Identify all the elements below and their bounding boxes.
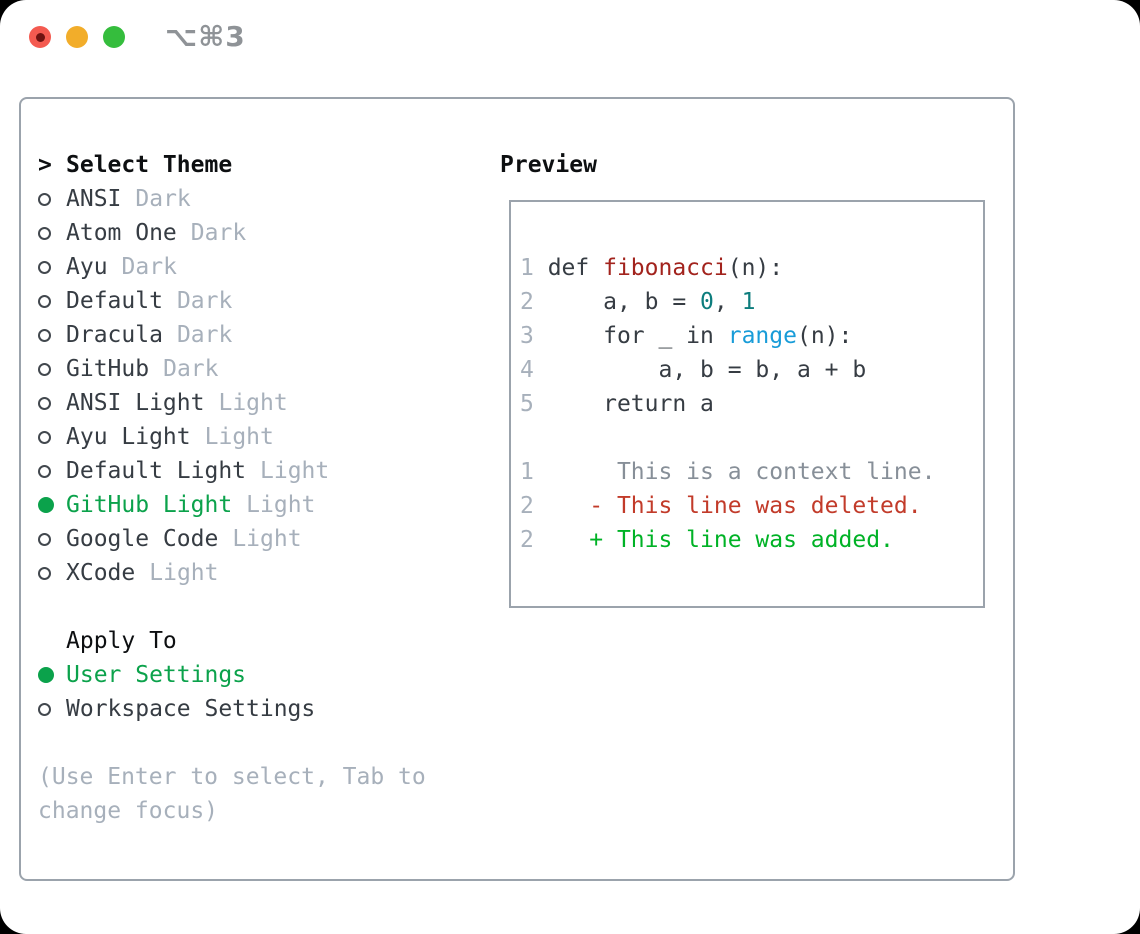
radio-bullet-icon <box>38 192 51 206</box>
option-label: GitHub <box>66 356 150 382</box>
radio-bullet-icon <box>38 566 51 580</box>
option-label: ANSI <box>66 186 122 212</box>
preview-line: 2 + This line was added. <box>520 527 894 553</box>
theme-option-ayu-light[interactable]: Ayu Light Light <box>38 420 488 454</box>
preview-line <box>520 421 983 455</box>
theme-option-default[interactable]: Default Dark <box>38 284 488 318</box>
radio-bullet-icon <box>38 430 51 444</box>
option-label: Default <box>66 288 163 314</box>
close-button-icon[interactable] <box>29 26 51 48</box>
option-variant-label: Light <box>149 560 219 586</box>
preview-line: 1 This is a context line. <box>520 459 936 485</box>
select-theme-title: Select Theme <box>66 152 233 178</box>
option-label: XCode <box>66 560 136 586</box>
window-shortcut-title: ⌥⌘3 <box>165 20 246 53</box>
option-variant-label: Dark <box>176 288 233 314</box>
option-label: Atom One <box>66 220 177 246</box>
theme-option-atom-one[interactable]: Atom One Dark <box>38 216 488 250</box>
radio-bullet-icon <box>38 362 51 376</box>
radio-bullet-icon <box>38 702 51 716</box>
option-variant-label: Dark <box>121 254 177 280</box>
theme-picker-panel: > Select Theme ANSI Dark Atom One Dark A… <box>19 97 1015 881</box>
radio-bullet-icon <box>38 497 54 513</box>
theme-option-github-light[interactable]: GitHub Light Light <box>38 488 488 522</box>
spacer-row <box>38 590 488 624</box>
option-variant-label: Dark <box>163 356 219 382</box>
preview-line: 3 for _ in range(n): <box>520 323 853 349</box>
hint-text-line-1: (Use Enter to select, Tab to <box>38 764 426 790</box>
option-variant-label: Light <box>260 458 330 484</box>
option-variant-label: Dark <box>135 186 191 212</box>
theme-selector-column: > Select Theme ANSI Dark Atom One Dark A… <box>38 148 488 828</box>
theme-option-xcode[interactable]: XCode Light <box>38 556 488 590</box>
spacer-row <box>38 726 488 760</box>
theme-option-ansi-light[interactable]: ANSI Light Light <box>38 386 488 420</box>
option-label: Ayu <box>66 254 108 280</box>
minimize-button-icon[interactable] <box>66 26 88 48</box>
radio-bullet-icon <box>38 260 51 274</box>
option-label: Default Light <box>66 458 247 484</box>
apply-to-header: Apply To <box>38 624 488 658</box>
radio-bullet-icon <box>38 226 51 240</box>
radio-bullet-icon <box>38 294 51 308</box>
option-variant-label: Dark <box>190 220 247 246</box>
apply-option-workspace-settings[interactable]: Workspace Settings <box>38 692 488 726</box>
option-label: User Settings <box>66 662 247 688</box>
option-variant-label: Dark <box>176 322 233 348</box>
maximize-button-icon[interactable] <box>103 26 125 48</box>
close-button-dot-icon <box>35 32 45 42</box>
select-theme-header: > Select Theme <box>38 148 488 182</box>
radio-bullet-icon <box>38 328 51 342</box>
option-label: Dracula <box>66 322 163 348</box>
theme-option-default-light[interactable]: Default Light Light <box>38 454 488 488</box>
apply-to-list: User Settings Workspace Settings <box>38 658 488 726</box>
option-label: Google Code <box>66 526 219 552</box>
theme-option-google-code[interactable]: Google Code Light <box>38 522 488 556</box>
apply-option-user-settings[interactable]: User Settings <box>38 658 488 692</box>
theme-option-dracula[interactable]: Dracula Dark <box>38 318 488 352</box>
radio-bullet-icon <box>38 532 51 546</box>
hint-text-line-2: change focus) <box>38 798 219 824</box>
option-variant-label: Light <box>218 390 288 416</box>
option-label: Workspace Settings <box>66 696 316 722</box>
option-label: ANSI Light <box>66 390 205 416</box>
theme-option-ansi[interactable]: ANSI Dark <box>38 182 488 216</box>
theme-option-github[interactable]: GitHub Dark <box>38 352 488 386</box>
window-titlebar: ⌥⌘3 <box>0 0 1140 75</box>
apply-to-title: Apply To <box>66 628 177 654</box>
radio-bullet-icon <box>38 464 51 478</box>
preview-box: 1 def fibonacci(n): 2 a, b = 0, 1 3 for _ … <box>509 200 985 608</box>
option-variant-label: Light <box>204 424 274 450</box>
prompt-arrow-icon: > <box>38 152 52 178</box>
preview-line: 2 a, b = 0, 1 <box>520 289 756 315</box>
radio-bullet-icon <box>38 667 54 683</box>
option-label: GitHub Light <box>66 492 233 518</box>
radio-bullet-icon <box>38 396 51 410</box>
option-label: Ayu Light <box>66 424 191 450</box>
option-variant-label: Light <box>246 492 316 518</box>
preview-line: 2 - This line was deleted. <box>520 493 922 519</box>
preview-line: 1 def fibonacci(n): <box>520 255 784 281</box>
theme-list: ANSI Dark Atom One Dark Ayu Dark Default… <box>38 182 488 590</box>
preview-line: 4 a, b = b, a + b <box>520 357 867 383</box>
preview-line: 5 return a <box>520 391 714 417</box>
theme-option-ayu[interactable]: Ayu Dark <box>38 250 488 284</box>
preview-title: Preview <box>500 152 597 178</box>
option-variant-label: Light <box>232 526 302 552</box>
